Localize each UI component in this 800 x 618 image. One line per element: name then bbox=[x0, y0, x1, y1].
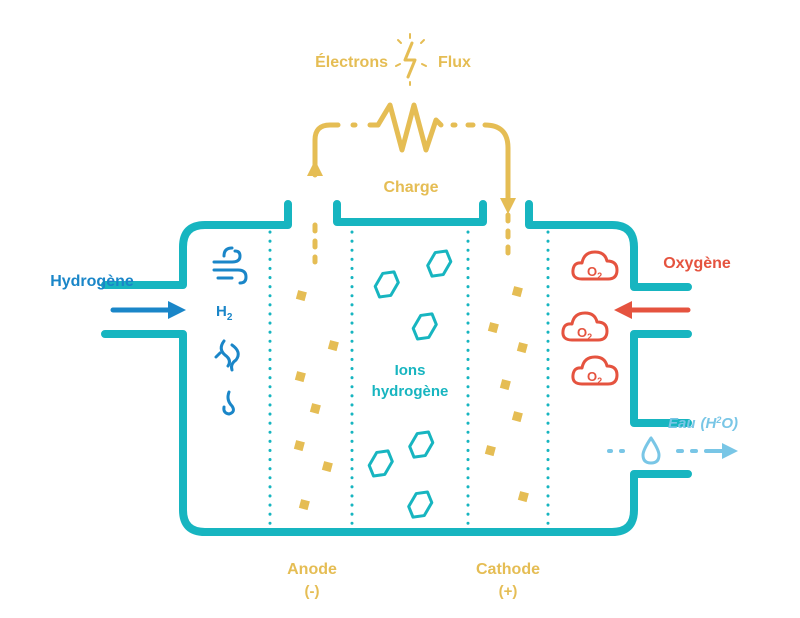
electron-particles bbox=[293, 286, 529, 511]
electron-up-arrow bbox=[307, 160, 323, 176]
wind-icon bbox=[214, 339, 240, 372]
water-label: Eau(H2O) bbox=[668, 415, 738, 432]
o2-cloud-icon bbox=[571, 250, 619, 281]
electron-particle bbox=[293, 440, 305, 452]
ion-hexagon bbox=[411, 312, 438, 341]
electron-particle bbox=[309, 403, 321, 415]
ion-hexagon bbox=[426, 249, 453, 278]
oxygen-inlet-arrow bbox=[614, 301, 691, 319]
water-arrowhead bbox=[722, 443, 738, 459]
electron-particle bbox=[499, 379, 511, 391]
membranes bbox=[268, 230, 550, 529]
o2-label: O2 bbox=[587, 264, 602, 281]
water-drop-icon bbox=[641, 436, 661, 465]
hydrogen-ions bbox=[367, 249, 453, 519]
wind-icon bbox=[222, 390, 235, 416]
electron-particle bbox=[295, 290, 307, 302]
anode-sign: (-) bbox=[305, 583, 320, 600]
lightning-icon bbox=[395, 33, 427, 86]
electron-particle bbox=[511, 286, 523, 298]
oxygen-label: Oxygène bbox=[663, 255, 731, 272]
electron-particle bbox=[487, 322, 499, 334]
electron-particle bbox=[517, 491, 529, 503]
flux-label: Flux bbox=[438, 54, 471, 71]
hydrogen-label: Hydrogène bbox=[50, 273, 134, 290]
h2-label: H2 bbox=[216, 303, 233, 323]
ion-hexagon bbox=[408, 430, 435, 459]
cathode-label: Cathode bbox=[476, 561, 540, 578]
o2-cloud-icon bbox=[561, 311, 609, 342]
electron-down-arrow bbox=[500, 198, 516, 214]
electron-particle bbox=[516, 342, 528, 354]
electron-particle bbox=[321, 461, 333, 473]
electron-particle bbox=[484, 445, 496, 457]
cathode-sign: (+) bbox=[499, 583, 518, 600]
resistor bbox=[375, 102, 444, 153]
electron-particle bbox=[294, 371, 306, 383]
electron-particle bbox=[511, 411, 523, 423]
anode-label: Anode bbox=[287, 561, 337, 578]
ions-label-line2: hydrogène bbox=[372, 383, 449, 400]
o2-label: O2 bbox=[587, 369, 602, 386]
ion-hexagon bbox=[373, 270, 400, 299]
hydrogen-inlet-arrow bbox=[110, 301, 186, 319]
cell-housing bbox=[101, 200, 692, 536]
electron-circuit bbox=[312, 102, 511, 265]
electron-particle bbox=[298, 499, 310, 511]
o2-cloud-icon bbox=[571, 355, 619, 386]
ions-label-line1: Ions bbox=[395, 362, 426, 379]
charge-label: Charge bbox=[383, 179, 438, 196]
ion-hexagon bbox=[367, 449, 394, 478]
electrons-label: Électrons bbox=[315, 52, 388, 71]
o2-label: O2 bbox=[577, 325, 592, 342]
electron-particle bbox=[327, 340, 339, 352]
wind-icon bbox=[212, 246, 248, 285]
ion-hexagon bbox=[407, 490, 434, 519]
